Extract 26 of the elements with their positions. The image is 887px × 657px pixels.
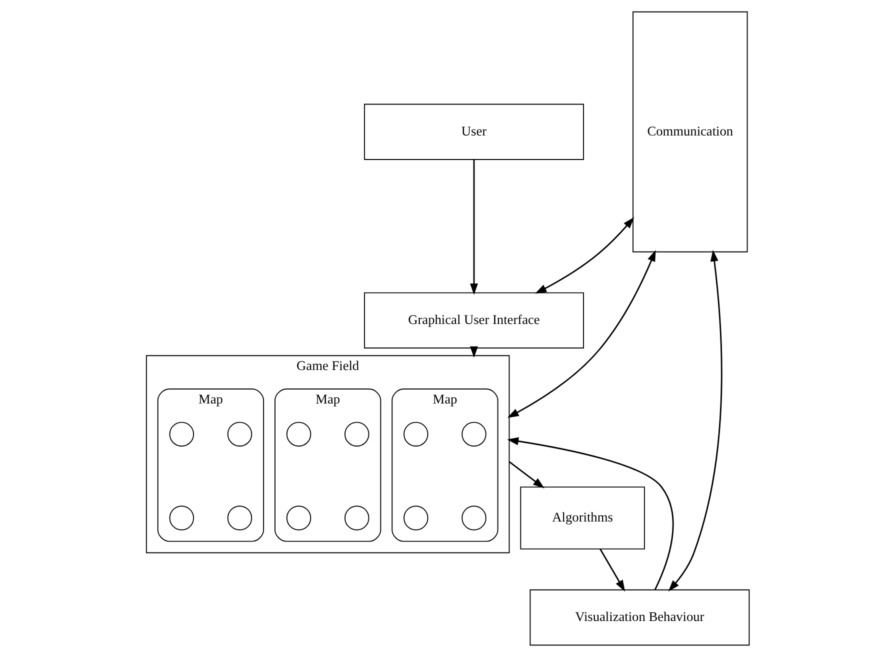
node-circle [286, 506, 311, 530]
arrow [668, 250, 722, 592]
node-circle [344, 506, 369, 530]
node-circle [461, 422, 486, 447]
arrow [508, 461, 544, 488]
node-circle [461, 506, 486, 530]
node-circle [226, 506, 252, 530]
arrow [599, 548, 625, 592]
node-box: Algorithms [520, 486, 644, 550]
arrow [534, 217, 634, 294]
node-box: User [364, 104, 584, 160]
cluster: Map [156, 388, 264, 542]
arrow [506, 437, 674, 590]
node-box: Communication [632, 11, 748, 252]
node-circle [403, 422, 428, 447]
arrow [469, 160, 478, 295]
node-circle [344, 422, 369, 447]
node-circle [226, 422, 252, 447]
cluster: Map [274, 388, 381, 542]
node-circle [403, 506, 428, 530]
node-circle [168, 506, 194, 530]
node-box: Visualization Behaviour [529, 589, 750, 646]
node-circle [168, 422, 194, 447]
arrow [506, 250, 656, 418]
node-circle [286, 422, 311, 447]
cluster: Map [391, 388, 498, 542]
